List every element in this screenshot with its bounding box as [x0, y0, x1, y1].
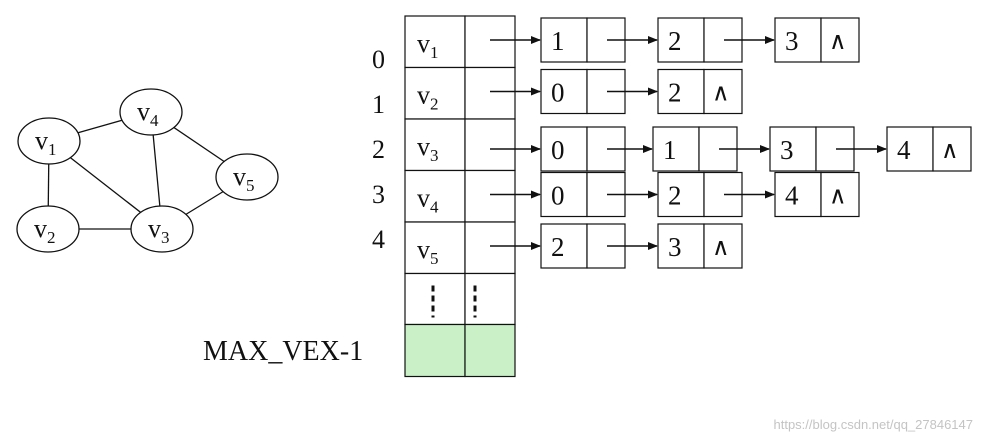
row-index: 0: [372, 45, 385, 74]
edge-node-next: [932, 126, 972, 172]
ellipsis-cell: [404, 272, 466, 326]
edge-node-value: 2: [668, 26, 682, 56]
graph-node-v2: [16, 205, 80, 253]
vertex-data-cell: [404, 221, 466, 275]
edge-node-adjvex: [774, 17, 822, 63]
max-vex-data-cell: [404, 323, 466, 378]
row-index: 3: [372, 180, 385, 209]
graph-node-label-v1: v1: [35, 126, 57, 159]
vertex-label-v5: v5: [417, 235, 439, 268]
edge-node-value: 1: [551, 26, 565, 56]
vertex-firstedge-cell: [464, 169, 516, 223]
graph-node-label-v2: v2: [34, 214, 56, 247]
vertex-label-v2: v2: [417, 81, 439, 114]
edge-node-adjvex: [540, 171, 588, 218]
edge-node-value: 2: [551, 232, 565, 262]
edge-node-next: [703, 68, 743, 115]
vertex-label-v4: v4: [417, 184, 439, 217]
vertex-firstedge-cell: [464, 66, 516, 120]
edge-node-adjvex: [540, 68, 588, 115]
graph-node-label-v4: v4: [137, 97, 159, 130]
vertex-firstedge-cell: [464, 15, 516, 69]
edge-node-next: [703, 223, 743, 269]
row-index: 4: [372, 225, 385, 254]
edge-node-next: [820, 171, 860, 218]
edge-node-value: 1: [663, 135, 677, 165]
vertex-firstedge-cell: [464, 221, 516, 275]
null-pointer-symbol: ∧: [712, 235, 730, 261]
edge-node-next: [586, 126, 626, 172]
null-pointer-symbol: ∧: [829, 29, 847, 55]
null-pointer-symbol: ∧: [829, 184, 847, 210]
edge-node-value: 3: [780, 135, 794, 165]
graph-node-label-v3: v3: [148, 214, 170, 247]
edge-node-adjvex: [774, 171, 822, 218]
vertex-firstedge-cell: [464, 118, 516, 172]
adjacency-lists: 1 2 3 ∧ 0 2 ∧ 0 1 3 4 ∧ 0 2 4 ∧ 2 3 ∧: [490, 17, 972, 269]
edge-node-value: 2: [668, 181, 682, 211]
vertex-data-cell: [404, 15, 466, 69]
edge-node-value: 3: [785, 26, 799, 56]
row-index: 1: [372, 90, 385, 119]
max-vex-firstedge-cell: [464, 323, 516, 378]
graph-node-v5: [215, 153, 279, 201]
vertex-label-v1: v1: [417, 29, 439, 62]
edge-node-value: 4: [785, 181, 799, 211]
watermark: https://blog.csdn.net/qq_27846147: [773, 417, 974, 432]
edge-node-value: 2: [668, 78, 682, 108]
max-vex-label: MAX_VEX-1: [203, 336, 363, 367]
edge-node-value: 0: [551, 78, 565, 108]
graph-node-v3: [130, 205, 194, 253]
edge-node-value: 0: [551, 135, 565, 165]
edge-node-value: 0: [551, 181, 565, 211]
edge-node-value: 3: [668, 232, 682, 262]
edge-node-value: 4: [897, 135, 911, 165]
graph-node-v4: [119, 88, 183, 136]
null-pointer-symbol: ∧: [941, 138, 959, 164]
vertex-label-v3: v3: [417, 132, 439, 165]
edge-node-adjvex: [657, 17, 705, 63]
graph-node-label-v5: v5: [233, 162, 255, 195]
ellipsis-cell: [464, 272, 516, 326]
edge-node-adjvex: [540, 17, 588, 63]
edge-node-next: [820, 17, 860, 63]
edge-node-adjvex: [657, 171, 705, 218]
null-pointer-symbol: ∧: [712, 81, 730, 107]
undirected-graph: v1 v2 v3 v4 v5: [16, 88, 279, 253]
graph-node-v1: [17, 117, 81, 165]
edge-node-adjvex: [657, 223, 705, 269]
row-index: 2: [372, 135, 385, 164]
edge-node-adjvex: [886, 126, 934, 172]
